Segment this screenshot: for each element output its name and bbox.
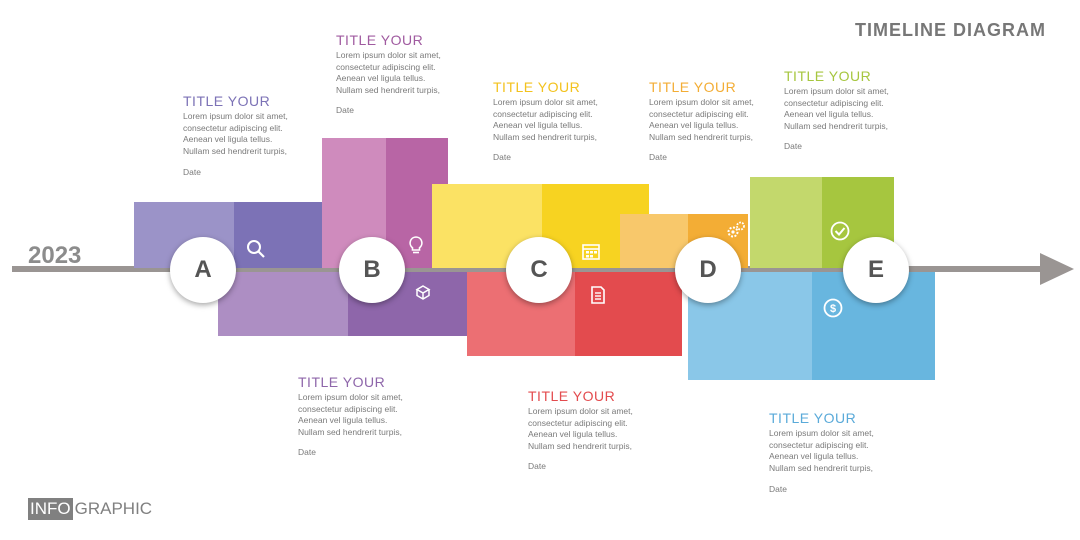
text-d-date: Date: [649, 152, 667, 162]
logo-plain-text: GRAPHIC: [74, 499, 153, 518]
text-e-body: Lorem ipsum dolor sit amet, consectetur …: [784, 86, 889, 131]
year-label: 2023: [28, 242, 82, 269]
milestone-c: C: [506, 237, 572, 303]
text-c-title: TITLE YOUR: [493, 79, 581, 95]
timeline-arrowhead: [1040, 253, 1074, 285]
text-f-date: Date: [298, 447, 316, 457]
checkmark-icon: [829, 220, 851, 242]
bar-c-lower-dark: [575, 272, 682, 356]
milestone-b: B: [339, 237, 405, 303]
text-h-body: Lorem ipsum dolor sit amet, consectetur …: [769, 428, 874, 473]
text-e-title: TITLE YOUR: [784, 68, 872, 84]
text-b-date: Date: [336, 105, 354, 115]
dollar-icon: $: [822, 297, 844, 319]
svg-text:$: $: [830, 303, 836, 315]
text-b-body: Lorem ipsum dolor sit amet, consectetur …: [336, 50, 441, 95]
text-d-body: Lorem ipsum dolor sit amet, consectetur …: [649, 97, 754, 142]
milestone-d: D: [675, 237, 741, 303]
text-d-title: TITLE YOUR: [649, 79, 737, 95]
text-e-date: Date: [784, 141, 802, 151]
gears-icon: [725, 219, 747, 241]
text-g-title: TITLE YOUR: [528, 388, 616, 404]
bar-a-lower-light: [218, 272, 348, 336]
milestone-e: E: [843, 237, 909, 303]
text-a-body: Lorem ipsum dolor sit amet, consectetur …: [183, 111, 288, 156]
text-g-date: Date: [528, 461, 546, 471]
box-icon: [412, 282, 434, 304]
text-c-body: Lorem ipsum dolor sit amet, consectetur …: [493, 97, 598, 142]
milestone-a: A: [170, 237, 236, 303]
text-a-date: Date: [183, 167, 201, 177]
bar-e-upper-light: [750, 177, 822, 268]
text-h-date: Date: [769, 484, 787, 494]
text-b-title: TITLE YOUR: [336, 32, 424, 48]
document-icon: [587, 284, 609, 306]
diagram-title: TIMELINE DIAGRAM: [855, 20, 1046, 40]
text-h-title: TITLE YOUR: [769, 410, 857, 426]
bar-a-upper-dark: [234, 202, 322, 268]
text-f-title: TITLE YOUR: [298, 374, 386, 390]
text-c-date: Date: [493, 152, 511, 162]
lightbulb-icon: [405, 234, 427, 256]
text-g-body: Lorem ipsum dolor sit amet, consectetur …: [528, 406, 633, 451]
logo-boxed-text: INFO: [28, 498, 73, 520]
text-f-body: Lorem ipsum dolor sit amet, consectetur …: [298, 392, 403, 437]
search-icon: [245, 238, 267, 260]
calendar-icon: [580, 240, 602, 262]
text-a-title: TITLE YOUR: [183, 93, 271, 109]
